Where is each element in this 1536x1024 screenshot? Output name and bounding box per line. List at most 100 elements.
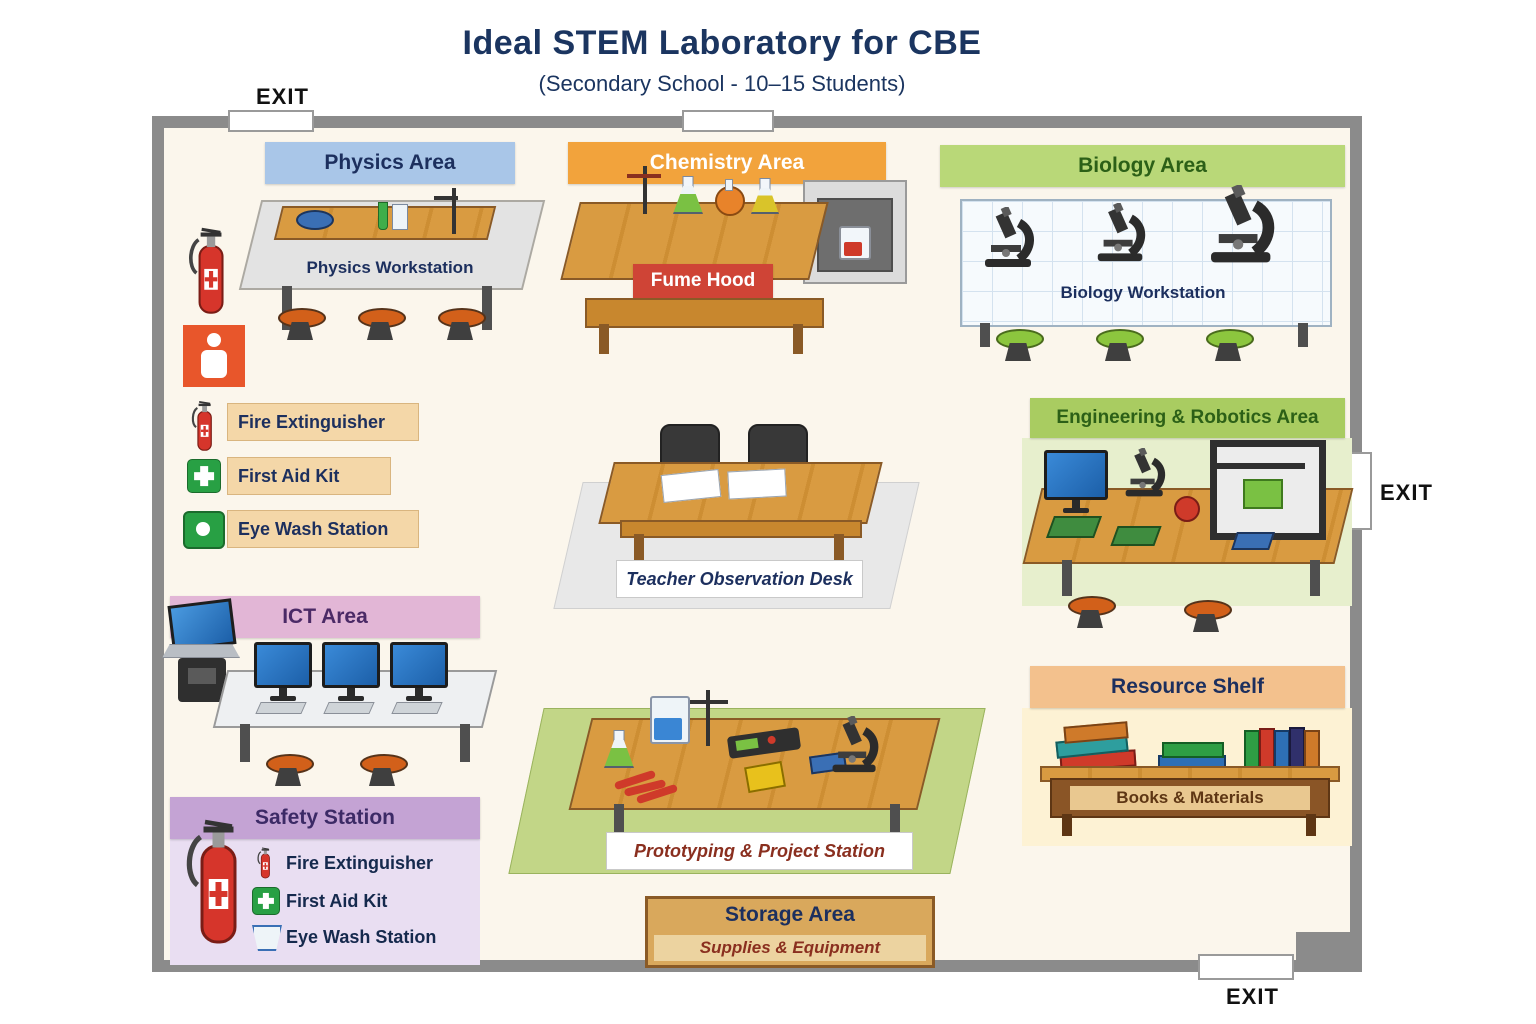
safety-item-label: Eye Wash Station	[286, 927, 437, 947]
book-stack-icon	[1054, 721, 1137, 772]
table-leg	[240, 724, 250, 762]
fire-extinguisher-icon	[185, 397, 223, 455]
table-leg	[980, 323, 990, 347]
robot-part-icon	[1231, 532, 1275, 550]
stool	[278, 308, 326, 344]
fire-extinguisher-icon	[254, 845, 276, 881]
red-flask-icon	[1174, 496, 1200, 522]
safety-item-label: First Aid Kit	[286, 891, 388, 911]
laptop-icon	[162, 598, 242, 662]
storage-area-caption: Supplies & Equipment	[699, 938, 881, 957]
monitor-icon	[1044, 450, 1108, 513]
wall-safety-label: First Aid Kit	[227, 457, 391, 495]
ict-area-title: ICT Area	[282, 605, 368, 628]
monitor-icon	[322, 642, 380, 701]
table-leg	[460, 724, 470, 762]
stool	[1068, 596, 1116, 632]
stool	[996, 329, 1044, 365]
flask-icon	[604, 730, 634, 768]
ict-area: ICT Area	[162, 594, 498, 796]
circuit-board-icon	[1110, 526, 1162, 546]
first-aid-icon	[187, 459, 221, 493]
table-leg	[1306, 814, 1316, 836]
stand-bar-icon	[434, 196, 458, 200]
door-bottom-right	[1198, 954, 1294, 980]
table-leg	[1062, 560, 1072, 596]
beaker-icon	[650, 696, 690, 744]
physics-disc-icon	[296, 210, 334, 230]
stool	[360, 754, 408, 790]
resource-shelf-area: Resource Shelf Books & Materials	[1022, 666, 1352, 846]
circuit-board-icon	[1045, 516, 1103, 538]
flask-icon	[673, 176, 703, 214]
safety-station-area: Safety Station Fire Extinguisher First A…	[162, 795, 482, 970]
fire-extinguisher-icon	[187, 221, 233, 321]
table-leg	[614, 804, 624, 848]
exit-label-top: EXIT	[256, 84, 309, 109]
stool	[358, 308, 406, 344]
book-stack-icon	[1158, 742, 1228, 771]
stool	[438, 308, 486, 344]
monitor-icon	[390, 642, 448, 701]
printer-3d-icon	[1210, 440, 1326, 540]
exit-label-right: EXIT	[1380, 480, 1433, 505]
stand-bar-icon	[684, 700, 728, 704]
stand-rod-icon	[643, 166, 647, 214]
prototyping-area: Prototyping & Project Station	[508, 690, 986, 890]
printer-icon	[178, 658, 226, 702]
fume-hood-cabinet	[803, 180, 907, 284]
wall-notch	[1296, 932, 1354, 972]
table-leg	[1062, 814, 1072, 836]
resource-shelf-banner: Resource Shelf	[1030, 666, 1345, 708]
book-row-icon	[1244, 724, 1324, 774]
table-leg	[1298, 323, 1308, 347]
door-top-center	[682, 110, 774, 132]
storage-area: Storage Area Supplies & Equipment	[645, 896, 935, 968]
keyboard-icon	[255, 702, 307, 714]
engineering-area-banner: Engineering & Robotics Area	[1030, 398, 1345, 438]
round-flask-icon	[715, 179, 745, 216]
keyboard-icon	[391, 702, 443, 714]
fire-extinguisher-icon	[184, 801, 250, 963]
flask-icon	[751, 178, 779, 214]
prototyping-label: Prototyping & Project Station	[606, 832, 913, 870]
stool	[1206, 329, 1254, 365]
microscope-icon	[824, 716, 886, 774]
red-flask-icon	[839, 226, 871, 260]
biology-area-banner: Biology Area	[940, 145, 1345, 187]
resource-shelf-title: Resource Shelf	[1111, 675, 1264, 698]
microscope-icon	[1090, 203, 1152, 263]
exit-label-bottom: EXIT	[1226, 984, 1279, 1009]
engineering-area: Engineering & Robotics Area	[1022, 398, 1354, 660]
table-leg	[890, 804, 900, 848]
table-leg	[793, 324, 803, 354]
microscope-icon	[976, 207, 1042, 269]
keyboard-icon	[323, 702, 375, 714]
monitor-icon	[254, 642, 312, 701]
table-leg	[1310, 560, 1320, 596]
stand-bar-icon	[627, 174, 661, 178]
biology-area-title: Biology Area	[1078, 154, 1207, 177]
microscope-icon	[1200, 185, 1284, 265]
stool	[1096, 329, 1144, 365]
chemistry-area-title: Chemistry Area	[649, 151, 805, 174]
chemistry-area-banner: Chemistry Area	[568, 142, 886, 184]
chemistry-bench-front	[585, 298, 824, 328]
microscope-icon	[1118, 448, 1172, 498]
eye-wash-icon	[183, 511, 225, 549]
beaker-icon	[392, 204, 408, 230]
biology-workstation-label: Biology Workstation	[1060, 283, 1226, 302]
chemistry-area: Chemistry Area Fume Hood	[560, 140, 907, 380]
storage-area-title: Storage Area	[725, 903, 855, 926]
stand-rod-icon	[452, 188, 456, 234]
physics-area-title: Physics Area	[324, 151, 456, 174]
table-leg	[599, 324, 609, 354]
teacher-desk-area: Teacher Observation Desk	[553, 420, 920, 615]
page-subtitle: (Secondary School - 10–15 Students)	[538, 71, 906, 96]
wall-safety-label: Fire Extinguisher	[227, 403, 419, 441]
title-block: Ideal STEM Laboratory for CBE (Secondary…	[0, 24, 1490, 97]
physics-area-banner: Physics Area	[265, 142, 515, 184]
fume-hood-label: Fume Hood	[633, 264, 773, 298]
table-leg	[282, 286, 292, 330]
test-tube-icon	[378, 202, 388, 230]
